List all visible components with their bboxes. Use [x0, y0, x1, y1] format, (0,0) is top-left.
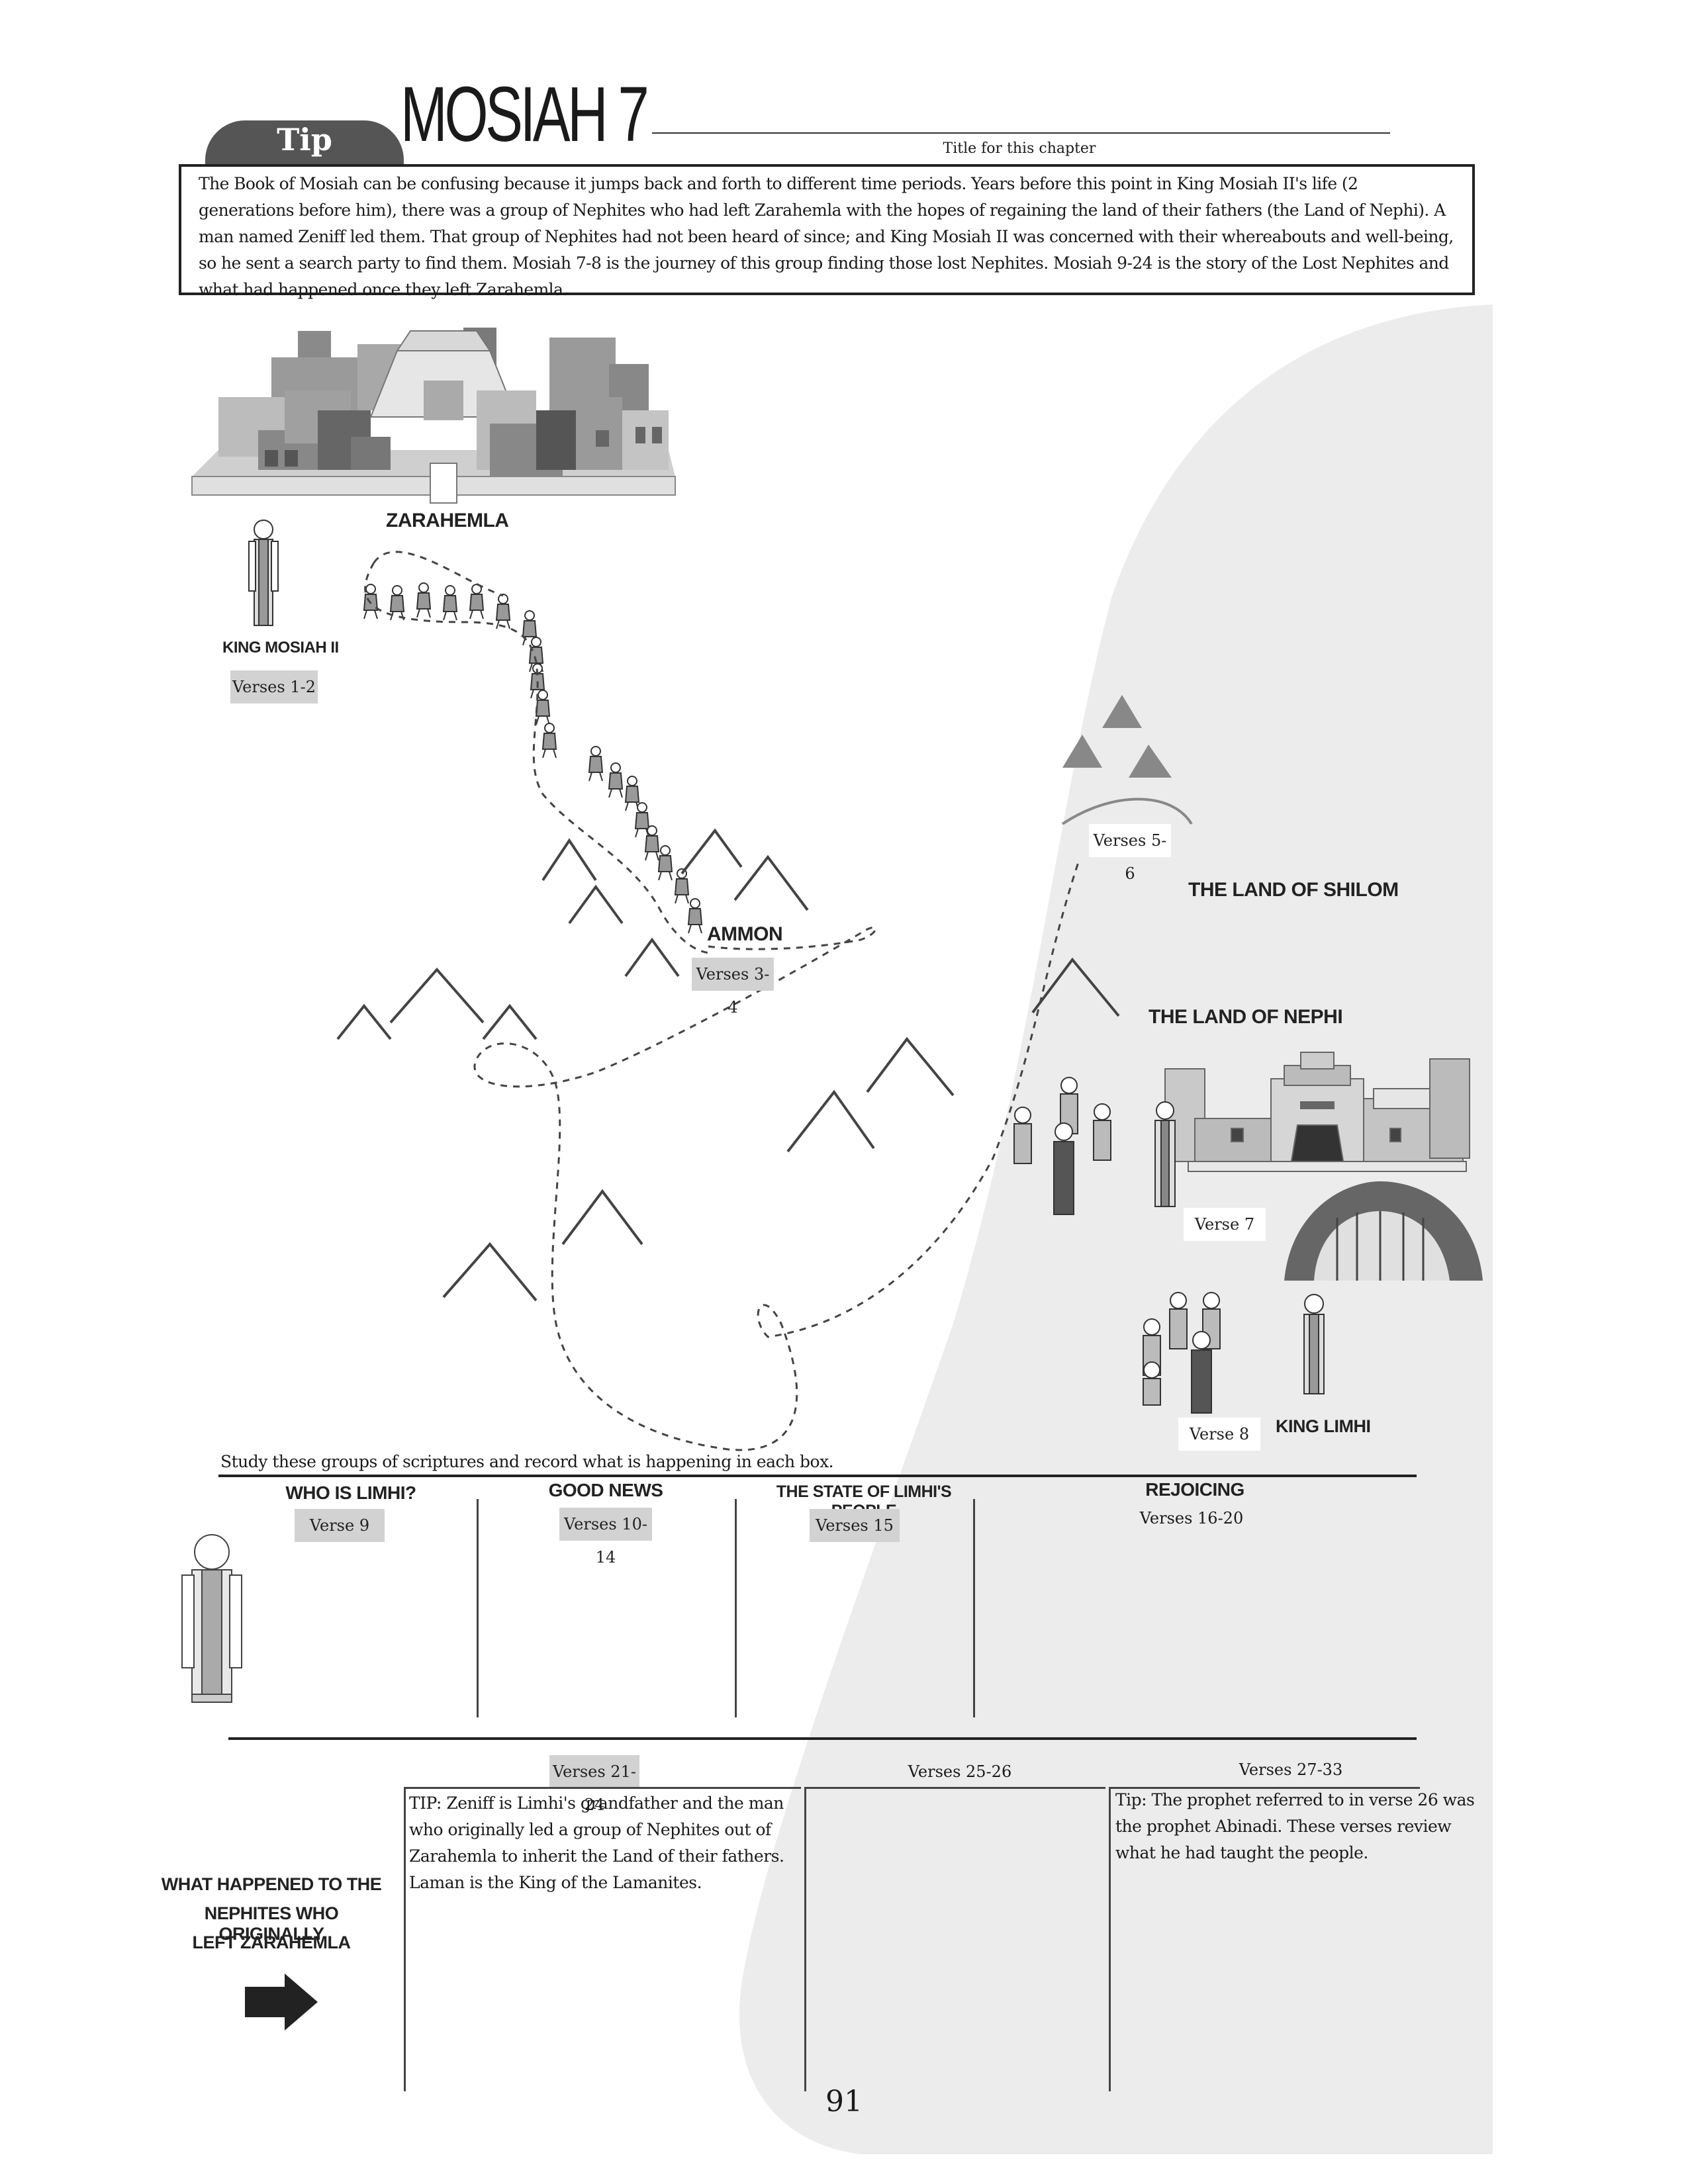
tip-tab-label: Tip [277, 122, 332, 158]
ammon-label: AMMON [707, 923, 783, 945]
bottom-divider-1 [404, 1787, 406, 2091]
verses-27-33-label: Verses 27-33 [1239, 1760, 1343, 1779]
limhi-large-figure-icon [181, 1534, 242, 1703]
king-limhi-figure-icon [1303, 1294, 1325, 1394]
column-divider-2 [735, 1499, 737, 1717]
column-divider-1 [477, 1499, 479, 1717]
verses-10-14-tag: Verses 10-14 [559, 1508, 652, 1567]
traveler-figure [634, 802, 650, 838]
tip-abinadi-text: Tip: The prophet referred to in verse 26… [1115, 1790, 1475, 1862]
verse-9-tag: Verse 9 [295, 1509, 385, 1542]
verse-8-tag: Verse 8 [1178, 1418, 1260, 1451]
title-line-caption: Title for this chapter [943, 140, 1096, 157]
people-group-icon [1013, 1077, 1176, 1215]
verses-3-4-tag: Verses 3-4 [692, 958, 774, 1017]
question-line-2: NEPHITES WHO ORIGINALLY [204, 1903, 339, 1944]
route-paths [364, 551, 1080, 1451]
king-limhi-label: KING LIMHI [1276, 1416, 1371, 1436]
bottom-divider-2 [804, 1787, 806, 2091]
traveler-figure [644, 825, 660, 861]
verses-5-6-tag: Verses 5-6 [1089, 824, 1171, 883]
traveler-figure [495, 594, 511, 629]
traveler-figure [541, 723, 557, 758]
verses-15-tag: Verses 15 [810, 1509, 900, 1542]
traveler-figure [535, 690, 551, 725]
question-line-3: LEFT ZARAHEMLA [192, 1933, 351, 1952]
traveler-figure [442, 585, 458, 621]
tip-zeniff-text: TIP: Zeniff is Limhi's grandfather and t… [409, 1794, 784, 1892]
intro-box [179, 164, 1475, 295]
zarahemla-label: ZARAHEMLA [386, 510, 509, 531]
traveler-figure [624, 776, 640, 811]
mountains-icon [336, 828, 1120, 1302]
traveler-figure [588, 746, 604, 782]
verses-25-26-label: Verses 25-26 [908, 1762, 1012, 1781]
traveler-figure [416, 582, 432, 618]
page-number: 91 [825, 2085, 863, 2118]
study-bottom-rule [228, 1737, 1417, 1740]
chapter-title: MOSIAH 7 [400, 71, 649, 158]
traveler-figure [608, 762, 624, 798]
study-instruction: Study these groups of scriptures and rec… [220, 1452, 834, 1471]
verses-16-20-label: Verses 16-20 [1139, 1509, 1244, 1527]
search-party-travelers-icon [363, 582, 703, 934]
land-of-shilom-label: THE LAND OF SHILOM [1188, 879, 1399, 901]
traveler-figure [657, 845, 673, 881]
nephi-city-icon [1164, 1052, 1470, 1172]
column-heading-good-news: GOOD NEWS [548, 1480, 663, 1500]
bottom-rule-3 [1109, 1787, 1420, 1789]
limhi-people-group-icon [1143, 1292, 1221, 1414]
column-heading-who-is-limhi: WHO IS LIMHI? [285, 1482, 416, 1503]
column-divider-3 [973, 1499, 975, 1717]
traveler-figure [469, 584, 485, 619]
bottom-divider-3 [1109, 1787, 1111, 2091]
column-heading-rejoicing: REJOICING [1145, 1479, 1244, 1500]
king-mosiah-label: KING MOSIAH II [222, 639, 339, 657]
intro-text: The Book of Mosiah can be confusing beca… [199, 174, 1454, 299]
question-line-1: WHAT HAPPENED TO THE [161, 1874, 382, 1894]
bottom-rule-2 [804, 1787, 1105, 1789]
tents-icon [1061, 695, 1193, 825]
verses-21-24-tag: Verses 21-24 [549, 1755, 639, 1814]
verses-1-2-tag: Verses 1-2 [230, 670, 318, 704]
king-mosiah-figure-icon [248, 520, 279, 626]
bottom-rule-1 [404, 1787, 801, 1789]
tip-tab [205, 120, 404, 164]
land-of-nephi-label: THE LAND OF NEPHI [1149, 1006, 1343, 1028]
right-arrow-icon [245, 1974, 318, 2030]
traveler-figure [687, 898, 703, 934]
traveler-figure [389, 585, 405, 621]
column-heading-state-of-people: THE STATE OF LIMHI'S PEOPLE [776, 1482, 952, 1520]
prison-arch-icon [1284, 1181, 1483, 1281]
zarahemla-city-icon [191, 328, 676, 504]
verse-7-tag: Verse 7 [1184, 1208, 1266, 1241]
traveler-figure [674, 868, 690, 904]
study-top-rule [218, 1475, 1417, 1477]
title-write-line[interactable] [652, 132, 1390, 134]
